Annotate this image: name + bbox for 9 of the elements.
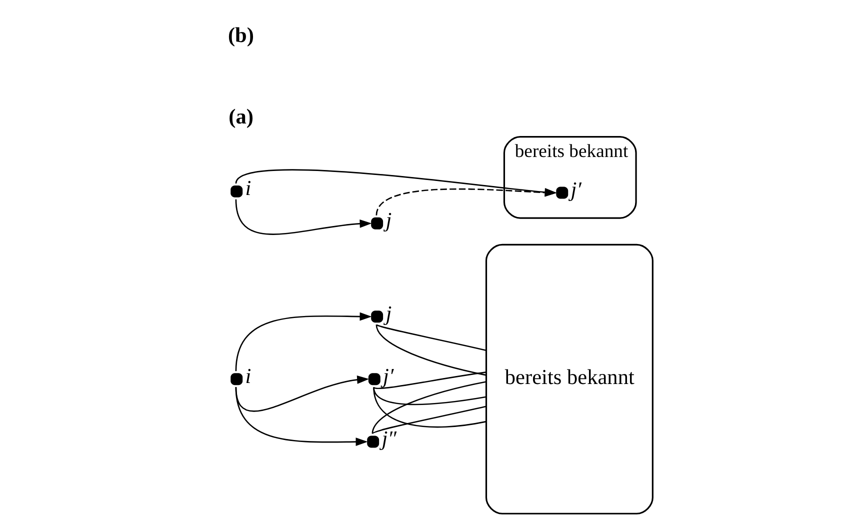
label: (b) [227, 22, 254, 47]
node-label: j [385, 208, 392, 232]
node-label: j″ [381, 426, 396, 450]
node-label: i [244, 176, 251, 200]
label: (a) [228, 104, 253, 128]
node-label: j′ [382, 363, 394, 388]
node-label: j′ [570, 177, 581, 201]
node-label: j [385, 300, 392, 325]
node-label: i [244, 363, 251, 388]
